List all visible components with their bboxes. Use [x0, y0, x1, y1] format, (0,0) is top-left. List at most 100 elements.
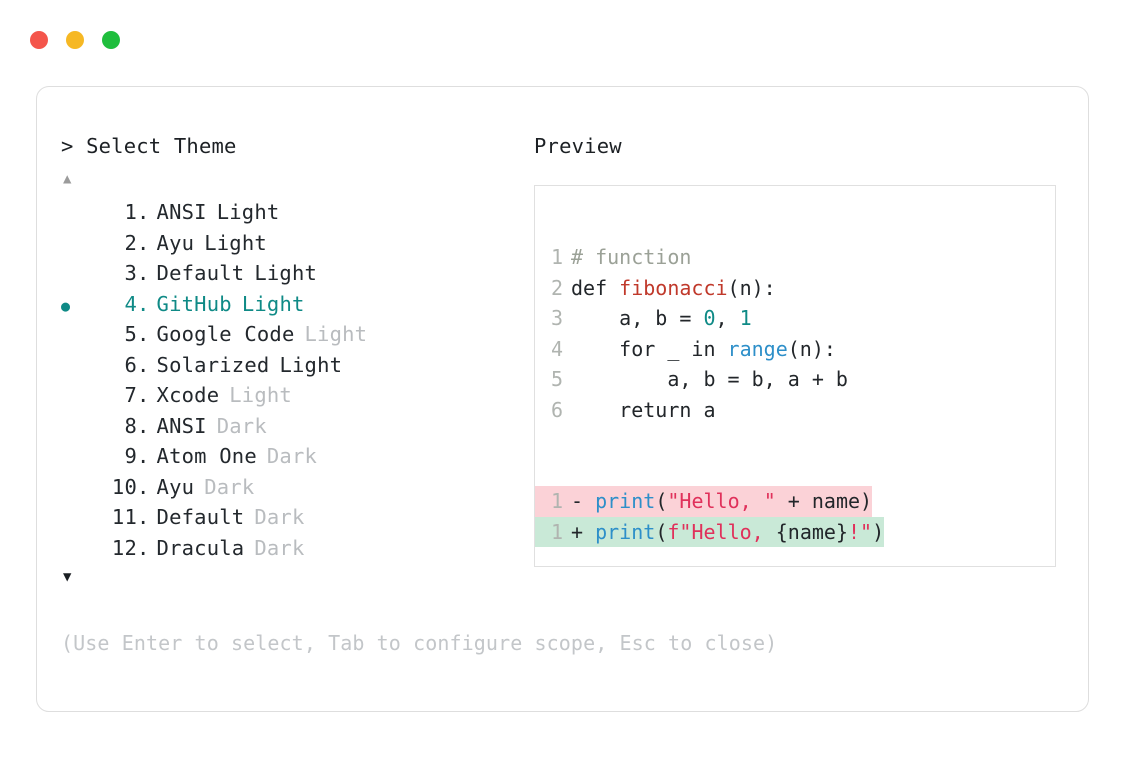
theme-item-index: 4	[124, 291, 137, 316]
theme-list-item[interactable]: ● 4.GitHub Light	[61, 289, 531, 320]
code-token: 1	[739, 306, 752, 330]
theme-item-variant: Light	[279, 352, 343, 377]
theme-item-index-dot: .	[137, 322, 150, 346]
code-token: range	[727, 336, 788, 361]
selected-bullet-icon: ●	[61, 296, 71, 315]
theme-item-index: 3	[124, 261, 137, 285]
code-token: )	[872, 519, 885, 544]
code-token: (	[655, 489, 668, 513]
code-token: !"	[847, 519, 873, 544]
theme-item-index-dot: .	[137, 505, 150, 529]
code-token: print	[595, 489, 656, 513]
code-token: (n):	[727, 275, 776, 300]
theme-item-index: 5	[124, 322, 137, 346]
close-window-button[interactable]	[30, 31, 48, 49]
code-line: 4 for _ in range(n):	[551, 334, 1055, 365]
theme-item-index: 10	[111, 474, 137, 499]
theme-item-index: 7	[124, 383, 137, 407]
theme-item-index-dot: .	[137, 261, 150, 285]
theme-item-index: 9	[124, 444, 137, 468]
theme-item-variant: Light	[241, 291, 305, 316]
theme-item-index-dot: .	[137, 413, 150, 438]
code-blank-line	[551, 456, 1055, 487]
code-token: {name}	[775, 519, 848, 544]
diff-line-number: 1	[551, 519, 564, 544]
theme-item-name: Default	[156, 261, 245, 285]
theme-item-variant: Dark	[254, 535, 305, 560]
theme-list-item[interactable]: 12.Dracula Dark	[61, 533, 531, 564]
code-token: f"Hello,	[667, 519, 776, 544]
minimize-window-button[interactable]	[66, 31, 84, 49]
diff-line-wrapper: 1- print("Hello, " + name)	[535, 486, 1055, 517]
theme-list-item[interactable]: 10.Ayu Dark	[61, 472, 531, 503]
code-line: 6 return a	[551, 395, 1055, 426]
theme-list-item[interactable]: 2.Ayu Light	[61, 228, 531, 259]
maximize-window-button[interactable]	[102, 31, 120, 49]
theme-item-name: Xcode	[156, 383, 220, 407]
line-number: 3	[551, 306, 564, 330]
preview-heading: Preview	[534, 134, 622, 158]
line-number: 4	[551, 336, 564, 361]
code-line: 2 def fibonacci(n):	[551, 273, 1055, 304]
theme-item-index: 2	[124, 230, 137, 255]
code-token: fibonacci	[619, 275, 728, 300]
line-number: 2	[551, 275, 564, 300]
theme-item-index-dot: .	[137, 383, 150, 407]
code-token: def	[571, 275, 620, 300]
theme-list-item[interactable]: 1.ANSI Light	[61, 197, 531, 228]
scroll-up-icon[interactable]: ▲	[63, 171, 72, 187]
scroll-down-icon[interactable]: ▼	[63, 569, 72, 585]
diff-sign: -	[571, 489, 596, 513]
theme-item-index: 12	[111, 535, 137, 560]
theme-item-index: 11	[111, 505, 137, 529]
theme-item-name: GitHub	[156, 291, 232, 316]
theme-item-index-dot: .	[137, 444, 150, 468]
theme-item-index-dot: .	[137, 200, 150, 224]
code-token: a, b = b, a + b	[571, 367, 848, 391]
theme-item-index-dot: .	[137, 291, 150, 316]
theme-select-heading: > Select Theme	[61, 134, 237, 158]
theme-item-name: ANSI	[156, 200, 207, 224]
code-token: (n):	[787, 336, 836, 361]
theme-item-name: Ayu	[156, 474, 195, 499]
theme-item-name: Dracula	[156, 535, 245, 560]
line-number: 6	[551, 397, 564, 422]
diff-added-line: 1+ print(f"Hello, {name}!")	[535, 516, 885, 547]
theme-item-name: Default	[156, 505, 245, 529]
diff-sign: +	[571, 519, 596, 544]
theme-item-index-dot: .	[137, 230, 150, 255]
theme-item-name: Ayu	[156, 230, 195, 255]
code-token: ,	[715, 306, 740, 330]
theme-item-index-dot: .	[137, 352, 150, 377]
theme-item-variant: Dark	[216, 413, 267, 438]
theme-item-index: 1	[124, 200, 137, 224]
code-token: print	[595, 519, 656, 544]
theme-item-variant: Light	[216, 200, 280, 224]
theme-item-variant: Light	[204, 230, 267, 255]
theme-item-index-dot: .	[137, 474, 150, 499]
code-token: # function	[571, 245, 692, 269]
theme-item-index-dot: .	[137, 535, 150, 560]
code-line: 5 a, b = b, a + b	[551, 364, 1055, 395]
theme-item-variant: Dark	[204, 474, 255, 499]
diff-removed-line: 1- print("Hello, " + name)	[535, 486, 873, 517]
line-number: 5	[551, 367, 564, 391]
code-line: 3 a, b = 0, 1	[551, 303, 1055, 334]
code-blank-line	[551, 425, 1055, 456]
keyboard-hint: (Use Enter to select, Tab to configure s…	[61, 631, 778, 655]
code-line: 1# function	[551, 242, 1055, 273]
theme-item-name: ANSI	[156, 413, 207, 438]
